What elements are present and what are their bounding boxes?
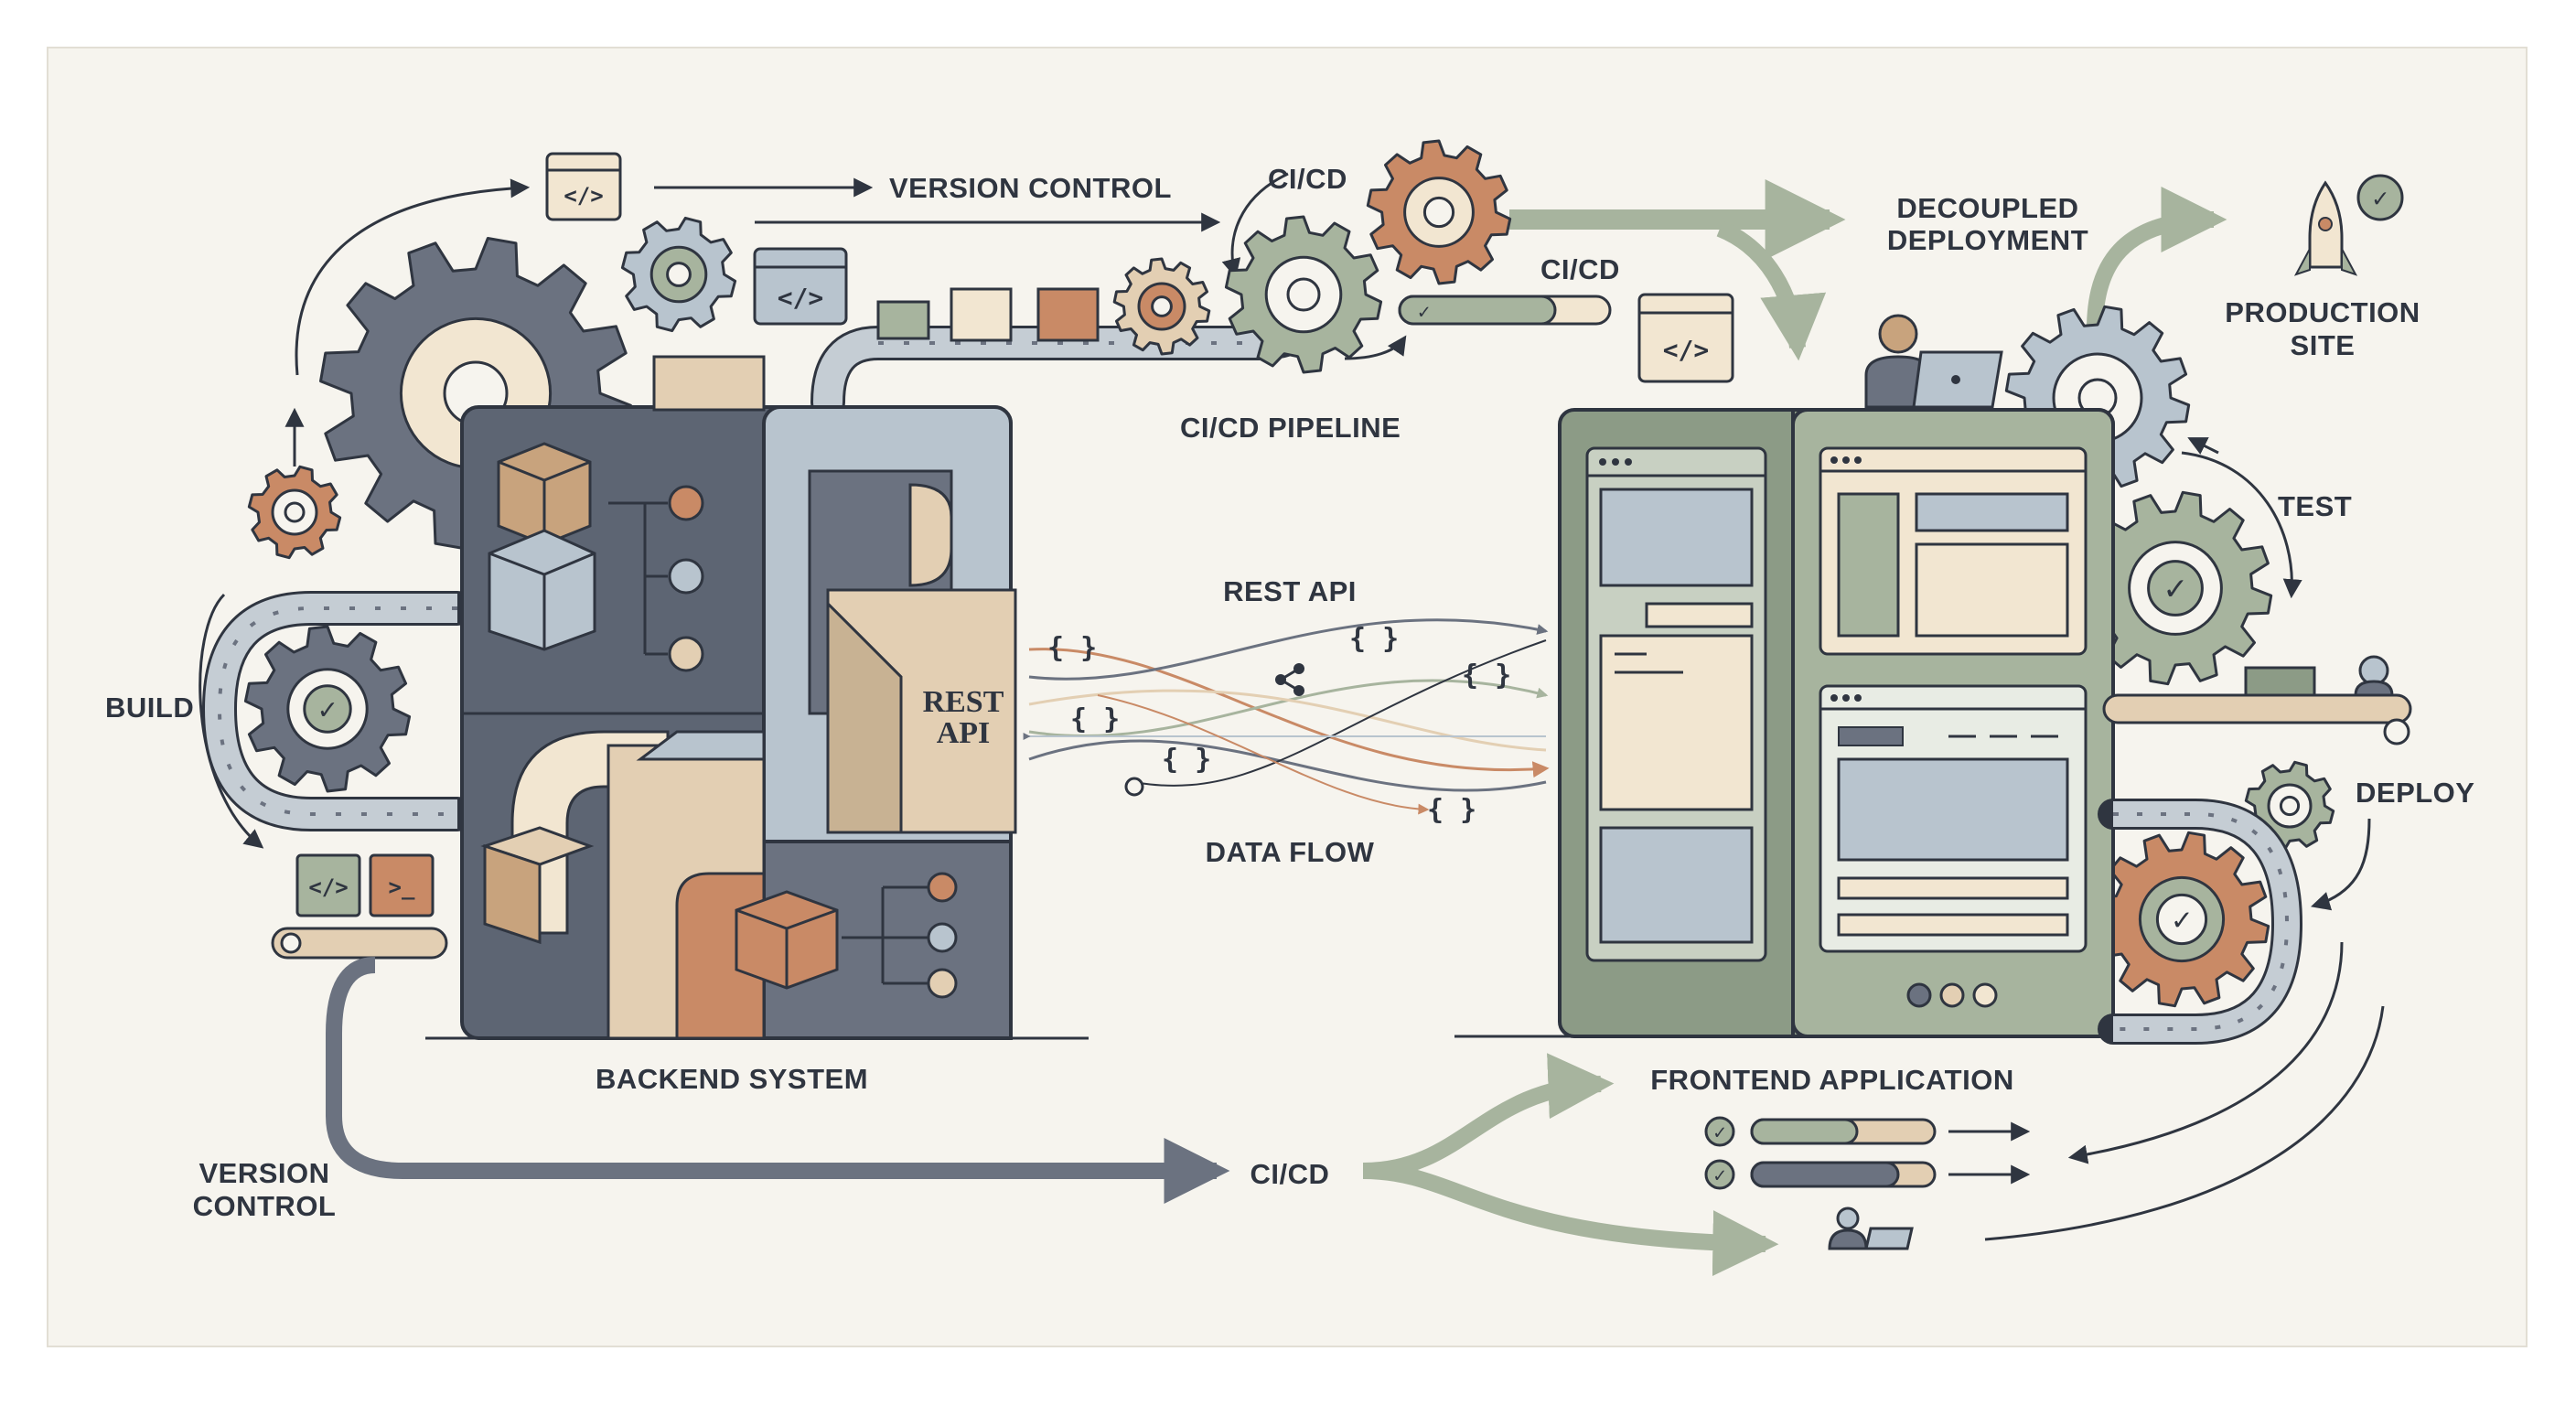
svg-text:</>: </> [564,183,603,209]
gear-icon [1224,215,1383,374]
status-bar-row: ✓ [1704,1116,2031,1147]
decoupled-deployment-label-2: DEPLOYMENT [1887,224,2088,256]
gear-icon [620,216,737,333]
rest-api-box-label-2: API [937,716,991,750]
svg-text:</>: </> [308,874,348,900]
test-station [2102,655,2412,745]
test-arrow [2181,451,2302,599]
svg-text:✓: ✓ [1713,1164,1725,1187]
feedback-arrow [1984,1005,2385,1241]
rest-api-label: REST API [1223,575,1357,607]
check-icon: ✓ [2165,568,2186,608]
svg-text:>_: >_ [389,874,415,900]
production-site-label-1: PRODUCTION [2225,296,2420,328]
deploy-arrow [2310,818,2371,911]
version-control-bottom-label-2: CONTROL [193,1190,337,1222]
data-flow-lines [1023,618,1550,815]
gear-icon: ✓ [2077,490,2273,686]
cube-icon [735,890,839,990]
pipeline-progress-bar: ✓ [1398,295,1612,326]
build-arrow [199,593,264,849]
user-laptop-icon [1828,1207,1914,1250]
check-icon: ✓ [2173,901,2191,938]
code-window-icon: </> [1637,293,1734,383]
svg-text:✓: ✓ [1713,1121,1725,1144]
check-icon: ✓ [318,692,336,726]
json-braces-icon: { } [1047,632,1097,664]
test-arrow [2187,437,2219,455]
status-bar-row: ✓ [1704,1159,2031,1190]
version-control-bottom-label-1: VERSION [199,1157,329,1189]
test-label: TEST [2278,490,2352,522]
svg-text:</>: </> [778,283,824,313]
json-braces-icon: { } [1462,660,1511,692]
json-braces-icon: { } [1349,623,1399,655]
terminal-icon: >_ [369,853,435,917]
left-conveyor [201,591,475,831]
gear-icon [247,465,342,560]
json-braces-icon: { } [1427,794,1476,826]
share-icon [1275,663,1304,696]
top-left-flow: </> VERSION CONTROL </> [295,152,1221,376]
decoupled-deployment-arrow [1716,220,1827,361]
json-braces-icon: { } [1070,703,1120,735]
pipeline-arrow [1344,335,1407,360]
svg-text:✓: ✓ [2373,183,2388,213]
cicd-bottom-label: CI/CD [1250,1158,1330,1190]
rest-api-box-label-1: REST [923,685,1004,719]
frontend-application-block [1454,314,2131,1038]
production-site-label-2: SITE [2291,329,2356,361]
build-label: BUILD [105,692,194,724]
feedback-arrow [2067,941,2344,1164]
cube-icon [488,529,596,651]
svg-text:✓: ✓ [1418,301,1430,324]
code-window-icon: </> [545,152,622,221]
cicd-mid-label: CI/CD [1540,253,1620,285]
version-control-top-label: VERSION CONTROL [889,172,1172,204]
production-arrow [2087,187,2227,330]
gear-icon: ✓ [2093,831,2270,1008]
json-braces-icon: { } [1162,744,1211,776]
frontend-application-label: FRONTEND APPLICATION [1650,1064,2014,1096]
version-control-flow-arrow [326,957,1230,1204]
cicd-branch-arrow [1362,1163,1779,1277]
check-circle-icon: ✓ [2356,174,2404,221]
gear-icon [1366,139,1512,285]
decoupled-deployment-label-1: DECOUPLED [1896,192,2078,224]
gear-group: ✓ ✓ ✓ [243,139,2335,1008]
loop-arrow [295,178,531,376]
tree-nodes-icon [608,485,704,672]
gear-icon: ✓ [243,625,412,793]
svg-text:</>: </> [1663,335,1710,365]
roller-bar [271,927,448,960]
code-window-icon: </> [295,853,361,917]
code-window-icon: </> [753,247,848,326]
rocket-icon [2293,180,2358,276]
tree-nodes-icon [842,872,958,999]
backend-system-label: BACKEND SYSTEM [596,1063,868,1095]
right-conveyor [2098,799,2303,1045]
data-flow-label: DATA FLOW [1206,836,1375,868]
gear-icon [1112,257,1211,356]
cicd-pipeline-label: CI/CD PIPELINE [1180,412,1401,444]
backend-system-block: REST API [425,355,1089,1040]
developer-avatar [1864,314,2003,409]
pipeline-arrow [1221,172,1289,279]
deploy-label: DEPLOY [2356,777,2474,809]
